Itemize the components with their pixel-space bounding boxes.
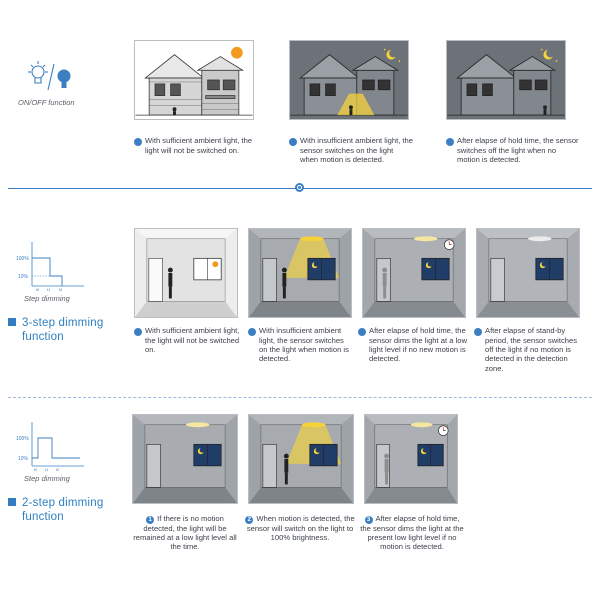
onoff-house-day-panel: [134, 40, 254, 120]
moon-icon: [543, 49, 553, 60]
three-step-room-day-panel: [134, 228, 238, 318]
clock-icon: [443, 239, 455, 250]
two-step-room-dimmed-panel: [364, 414, 458, 504]
three-step-room-dimmed-panel: [362, 228, 466, 318]
two-step-graph-caption: Step dimming: [24, 474, 70, 483]
svg-text:✦: ✦: [398, 58, 402, 63]
step-number-badge: 1: [131, 328, 142, 336]
onoff-function-label: ON/OFF function: [18, 98, 75, 107]
svg-text:t1: t1: [45, 467, 49, 472]
section-divider-dot: [295, 183, 304, 192]
svg-text:t0: t0: [34, 467, 38, 472]
graph-label-100: 100%: [16, 436, 29, 442]
three-step-dimming-graph: 100% 10% t0 t1 t2: [14, 240, 86, 292]
step-number-badge: 1: [146, 516, 155, 524]
graph-label-10: 10%: [18, 456, 29, 462]
three-step-graph-caption: Step dimming: [24, 294, 70, 303]
moon-icon: [313, 448, 320, 455]
svg-text:t2: t2: [59, 287, 63, 292]
moon-icon: [197, 448, 204, 455]
two-step-dimming-graph: 100% 10% t0 t1 t2: [14, 420, 86, 472]
moon-icon: [386, 49, 396, 60]
svg-text:t1: t1: [47, 287, 51, 292]
onoff-house-night-dark-panel: ✦ ✦: [446, 40, 566, 120]
step-number-badge: 2: [286, 138, 297, 146]
step-number-badge: 3: [443, 138, 454, 146]
sun-icon: [231, 46, 243, 59]
bullet-square: [8, 318, 16, 326]
three-step-room-off-panel: [476, 228, 580, 318]
two-step-room-low-panel: [132, 414, 238, 504]
step-number-badge: 2: [245, 328, 256, 336]
section-divider-2: [8, 397, 592, 398]
step-number-badge: 3: [364, 516, 373, 524]
three-step-room-lit-panel: [248, 228, 352, 318]
step-number-badge: 1: [131, 138, 142, 146]
moon-icon: [311, 262, 318, 269]
graph-label-10: 10%: [18, 274, 29, 280]
svg-text:✦: ✦: [540, 47, 544, 52]
svg-text:✦: ✦: [555, 58, 559, 63]
clock-icon: [437, 425, 449, 436]
two-step-title: 2-step dimming function: [8, 496, 118, 524]
bullet-square: [8, 498, 16, 506]
step-number-badge: 4: [471, 328, 482, 336]
onoff-house-night-lit-panel: ✦ ✦: [289, 40, 409, 120]
moon-icon: [420, 448, 427, 455]
step-number-badge: 2: [245, 516, 254, 524]
sun-icon: [212, 261, 219, 268]
three-step-title: 3-step dimming function: [8, 316, 118, 344]
onoff-bulb-icon: [24, 58, 76, 96]
moon-icon: [425, 262, 432, 269]
step-number-badge: 3: [355, 328, 366, 336]
two-step-room-full-panel: [248, 414, 354, 504]
moon-icon: [539, 262, 546, 269]
graph-label-100: 100%: [16, 256, 29, 262]
svg-text:✦: ✦: [383, 47, 387, 52]
svg-text:t2: t2: [56, 467, 60, 472]
svg-text:t0: t0: [36, 287, 40, 292]
